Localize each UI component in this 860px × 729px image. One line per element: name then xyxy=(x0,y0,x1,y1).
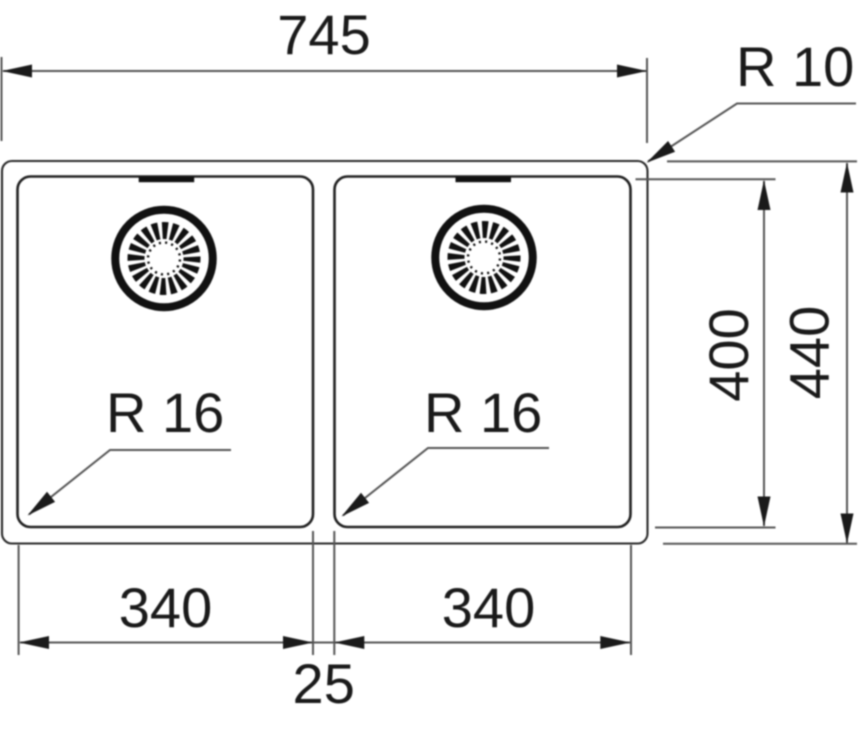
svg-text:R 10: R 10 xyxy=(736,35,854,98)
svg-text:440: 440 xyxy=(778,306,841,399)
svg-text:R 16: R 16 xyxy=(106,381,224,444)
svg-text:340: 340 xyxy=(119,576,212,639)
svg-text:400: 400 xyxy=(697,308,760,401)
svg-text:745: 745 xyxy=(277,3,370,66)
svg-text:R 16: R 16 xyxy=(424,381,542,444)
svg-text:25: 25 xyxy=(293,652,355,715)
svg-text:340: 340 xyxy=(442,576,535,639)
